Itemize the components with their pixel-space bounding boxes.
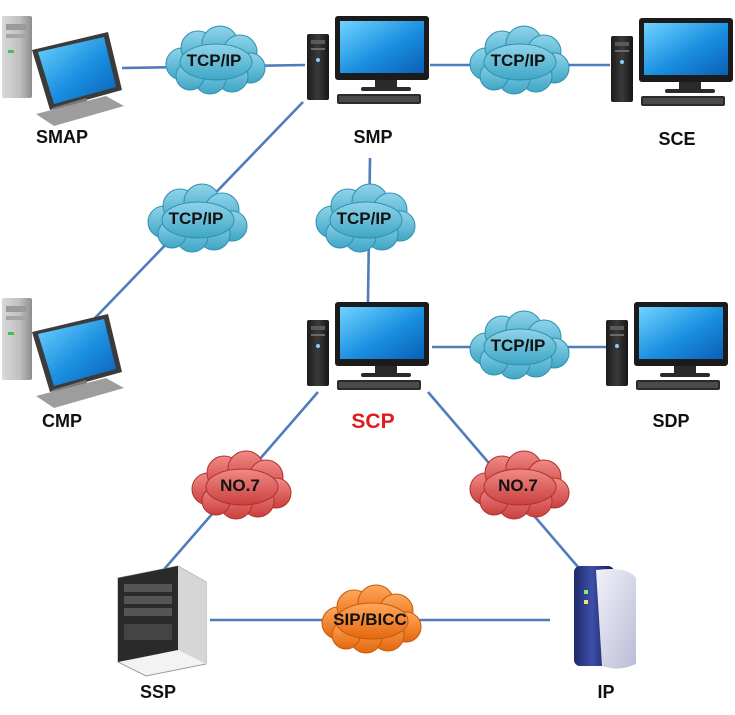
workstation-icon bbox=[2, 298, 124, 408]
node-sdp: SDP bbox=[606, 302, 728, 431]
server-tower-icon bbox=[117, 565, 207, 677]
node-smp: SMP bbox=[307, 16, 429, 147]
server-appliance-icon bbox=[574, 566, 636, 669]
node-label-ip: IP bbox=[597, 682, 614, 702]
node-label-ssp: SSP bbox=[140, 682, 176, 702]
link-smp-sce-cloud: TCP/IP bbox=[469, 25, 570, 95]
link-label-ssp-ip: SIP/BICC bbox=[333, 610, 407, 629]
link-label-scp-ssp: NO.7 bbox=[220, 476, 260, 495]
desktop-computer-icon bbox=[307, 302, 429, 390]
node-label-scp: SCP bbox=[351, 410, 394, 433]
link-ssp-ip-cloud: SIP/BICC bbox=[321, 584, 422, 654]
node-cmp: CMP bbox=[2, 298, 124, 431]
link-scp-sdp-cloud: TCP/IP bbox=[469, 310, 570, 380]
link-smp-cmp-cloud: TCP/IP bbox=[147, 183, 248, 253]
node-scp: SCP bbox=[307, 302, 429, 433]
link-label-smp-cmp: TCP/IP bbox=[169, 209, 224, 228]
link-label-smp-scp: TCP/IP bbox=[337, 209, 392, 228]
link-scp-ssp-cloud: NO.7 bbox=[191, 450, 292, 520]
link-smp-scp-cloud: TCP/IP bbox=[315, 183, 416, 253]
link-smap-smp-cloud: TCP/IP bbox=[165, 25, 266, 95]
workstation-icon bbox=[2, 16, 124, 126]
node-label-sdp: SDP bbox=[652, 411, 689, 431]
desktop-computer-icon bbox=[307, 16, 429, 104]
link-label-scp-sdp: TCP/IP bbox=[491, 336, 546, 355]
node-label-smp: SMP bbox=[353, 127, 392, 147]
node-ssp: SSP bbox=[117, 565, 207, 702]
node-sce: SCE bbox=[611, 18, 733, 149]
desktop-computer-icon bbox=[606, 302, 728, 390]
desktop-computer-icon bbox=[611, 18, 733, 106]
node-label-sce: SCE bbox=[658, 129, 695, 149]
node-label-cmp: CMP bbox=[42, 411, 82, 431]
node-smap: SMAP bbox=[2, 16, 124, 147]
link-label-smp-sce: TCP/IP bbox=[491, 51, 546, 70]
link-label-smap-smp: TCP/IP bbox=[187, 51, 242, 70]
link-label-scp-ip: NO.7 bbox=[498, 476, 538, 495]
node-ip: IP bbox=[574, 566, 636, 702]
node-label-smap: SMAP bbox=[36, 127, 88, 147]
link-scp-ip-cloud: NO.7 bbox=[469, 450, 570, 520]
